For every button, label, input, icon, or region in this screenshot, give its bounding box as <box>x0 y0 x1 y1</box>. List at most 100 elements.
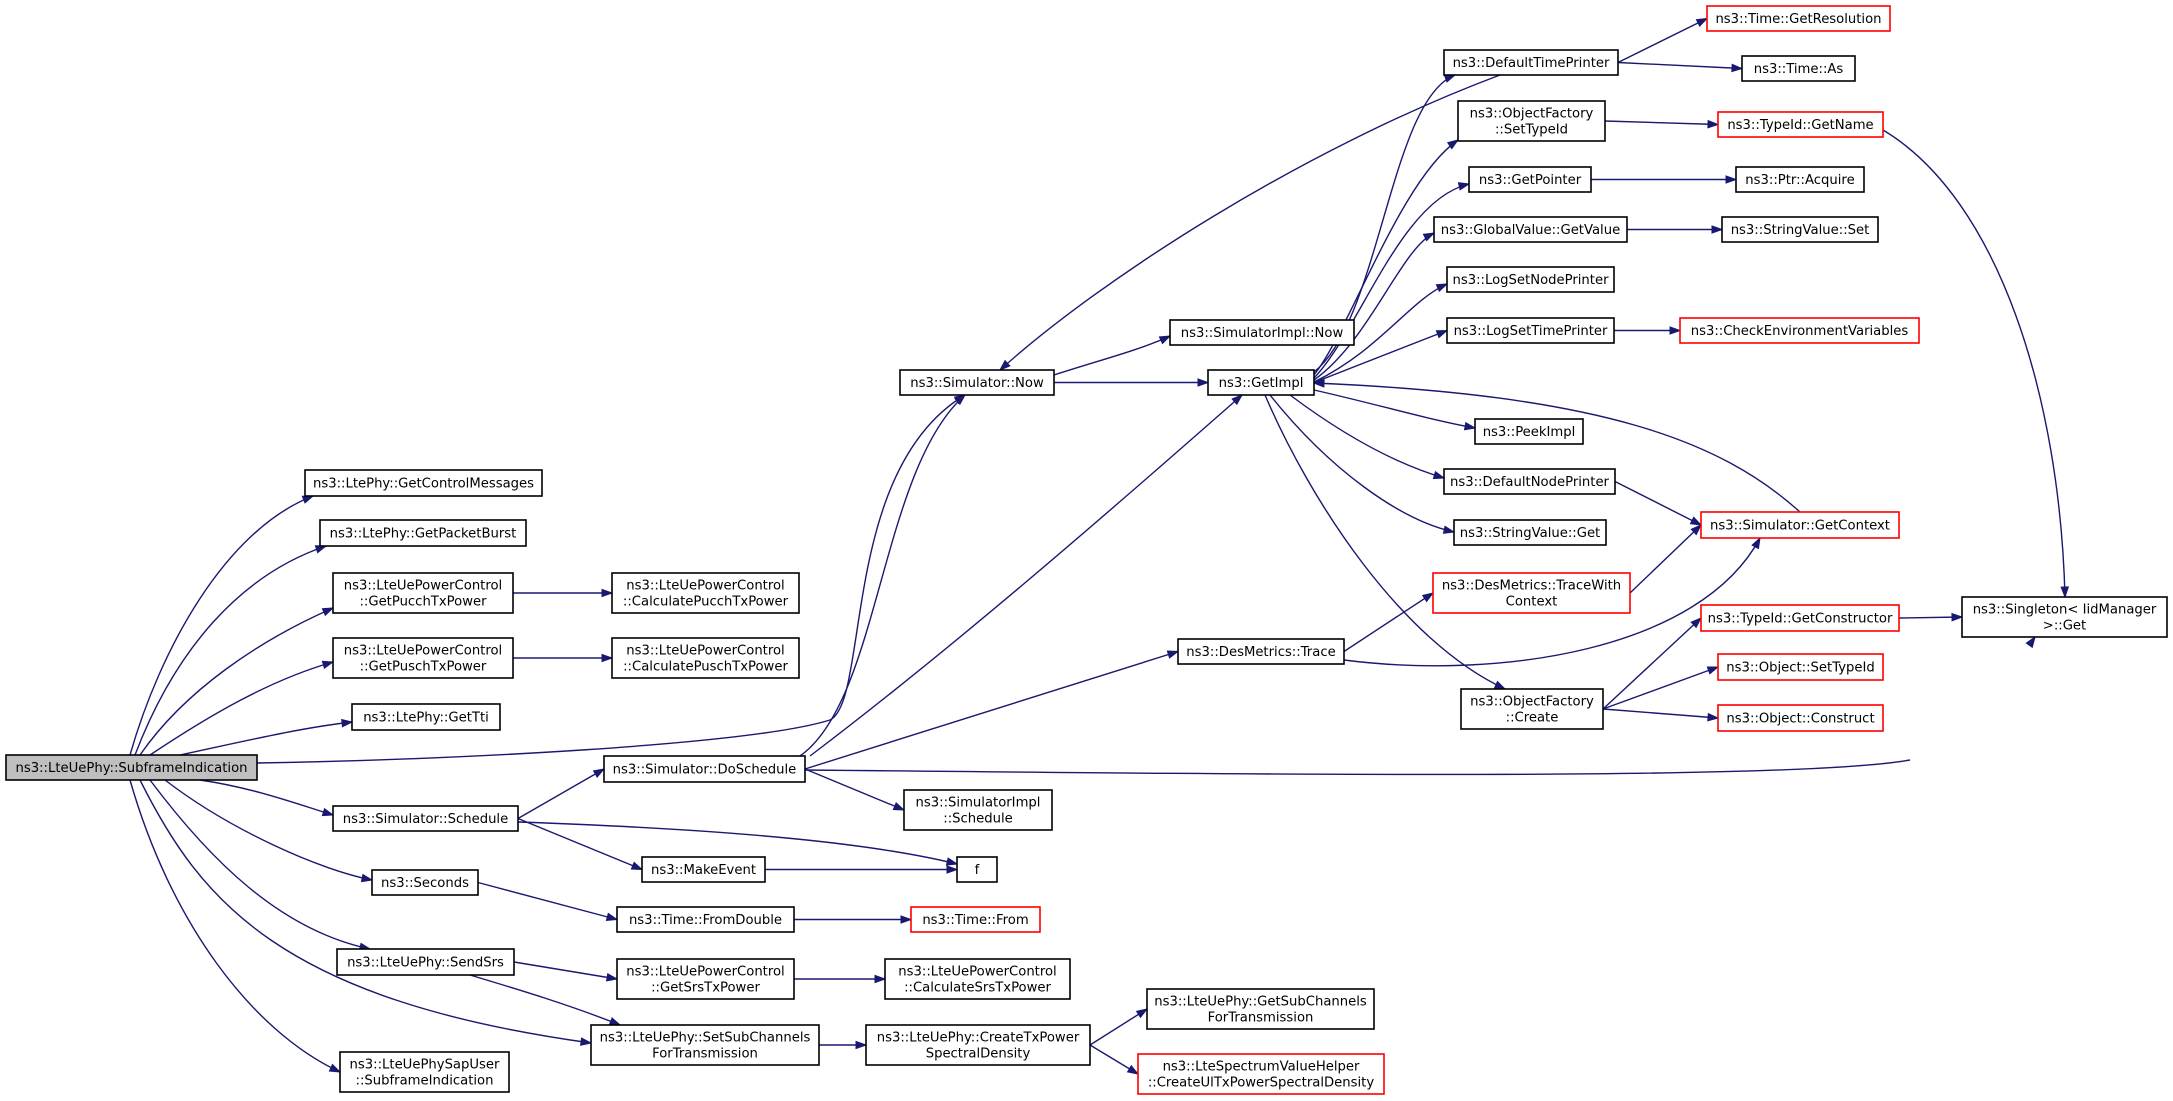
edge-createtxpsd-to-createulpsd <box>1089 1044 1140 1075</box>
node-destrace[interactable]: ns3::DesMetrics::Trace <box>1177 638 1345 665</box>
node-label: ns3::LtePhy::GetTti <box>363 711 489 726</box>
node-getcontrolmessages[interactable]: ns3::LtePhy::GetControlMessages <box>304 469 543 497</box>
node-fromdouble[interactable]: ns3::Time::FromDouble <box>616 906 795 933</box>
node-box <box>1137 1053 1385 1095</box>
node-box <box>590 1024 820 1066</box>
node-getimpl[interactable]: ns3::GetImpl <box>1207 369 1315 396</box>
node-ofcreate[interactable]: ns3::ObjectFactory::Create <box>1460 688 1604 730</box>
node-now[interactable]: ns3::Simulator::Now <box>899 369 1055 396</box>
node-box <box>332 805 519 832</box>
node-createtxpsd[interactable]: ns3::LteUePhy::CreateTxPowerSpectralDens… <box>865 1024 1091 1066</box>
edge-subframe-to-schedule <box>199 779 335 817</box>
node-logsettime[interactable]: ns3::LogSetTimePrinter <box>1446 317 1615 344</box>
edge-now-to-getimpl <box>1054 378 1210 387</box>
node-box <box>319 519 527 547</box>
node-peekimpl[interactable]: ns3::PeekImpl <box>1474 418 1584 445</box>
node-singleton[interactable]: ns3::Singleton< IidManager>::Get <box>1961 596 2168 638</box>
edge-getimpl-to-peekimpl <box>1313 389 1477 431</box>
edge-getimpl-to-svget <box>1269 394 1456 534</box>
edge-getconstructor-to-singleton <box>1898 612 1964 622</box>
edge-destrace-to-getcontext <box>1343 536 1761 667</box>
node-sapuser[interactable]: ns3::LteUePhySapUser::SubframeIndication <box>339 1051 510 1093</box>
node-getresolution[interactable]: ns3::Time::GetResolution <box>1706 5 1891 32</box>
node-box <box>339 1051 510 1093</box>
node-label: ns3::SimulatorImpl <box>916 796 1041 811</box>
node-ofsettypeid[interactable]: ns3::ObjectFactory::SetTypeId <box>1457 100 1606 142</box>
edge-subframe-to-gettti <box>179 718 354 756</box>
node-label: ForTransmission <box>652 1047 758 1062</box>
node-label: ns3::LteUePhy::GetSubChannels <box>1154 995 1367 1010</box>
node-label: ns3::Simulator::Schedule <box>343 812 508 827</box>
node-ptracquire[interactable]: ns3::Ptr::Acquire <box>1735 166 1865 193</box>
node-logsetnode[interactable]: ns3::LogSetNodePrinter <box>1446 266 1615 293</box>
node-implschedule[interactable]: ns3::SimulatorImpl::Schedule <box>903 789 1053 831</box>
node-typeidgetname[interactable]: ns3::TypeId::GetName <box>1717 111 1884 138</box>
node-implnow[interactable]: ns3::SimulatorImpl::Now <box>1169 319 1355 346</box>
node-getpucchtx[interactable]: ns3::LteUePowerControl::GetPucchTxPower <box>332 572 514 614</box>
edge-now-to-implnow <box>1053 335 1172 376</box>
node-schedule[interactable]: ns3::Simulator::Schedule <box>332 805 519 832</box>
node-getpacketburst[interactable]: ns3::LtePhy::GetPacketBurst <box>319 519 527 547</box>
node-f[interactable]: f <box>956 856 998 883</box>
node-subframe[interactable]: ns3::LteUePhy::SubframeIndication <box>5 754 258 781</box>
node-label: ::CreateUlTxPowerSpectralDensity <box>1148 1076 1375 1091</box>
node-getcontext[interactable]: ns3::Simulator::GetContext <box>1700 511 1900 539</box>
node-label: ::CalculateSrsTxPower <box>904 981 1051 996</box>
edge-createtxpsd-to-getsubchtx <box>1089 1008 1149 1046</box>
node-box <box>1717 111 1884 138</box>
node-getsrstx[interactable]: ns3::LteUePowerControl::GetSrsTxPower <box>616 958 795 1000</box>
node-createulpsd[interactable]: ns3::LteSpectrumValueHelper::CreateUlTxP… <box>1137 1053 1385 1095</box>
node-seconds[interactable]: ns3::Seconds <box>371 869 479 896</box>
node-label: ns3::DefaultNodePrinter <box>1450 475 1610 490</box>
node-gettti[interactable]: ns3::LtePhy::GetTti <box>351 703 501 731</box>
node-calcpusch[interactable]: ns3::LteUePowerControl::CalculatePuschTx… <box>611 637 800 679</box>
node-calcsrs[interactable]: ns3::LteUePowerControl::CalculateSrsTxPo… <box>884 958 1071 1000</box>
node-label: ::SubframeIndication <box>356 1074 494 1089</box>
node-label: ns3::Time::From <box>922 913 1028 928</box>
node-label: ::Create <box>1506 711 1559 726</box>
node-label: ns3::ObjectFactory <box>1470 107 1594 122</box>
node-box <box>1207 369 1315 396</box>
node-box <box>5 754 258 781</box>
node-label: ::Schedule <box>943 812 1013 827</box>
node-label: Context <box>1506 595 1558 610</box>
node-calcpucch[interactable]: ns3::LteUePowerControl::CalculatePucchTx… <box>611 572 800 614</box>
node-checkenv[interactable]: ns3::CheckEnvironmentVariables <box>1679 317 1920 344</box>
node-getsubchtx[interactable]: ns3::LteUePhy::GetSubChannelsForTransmis… <box>1146 988 1375 1030</box>
node-label: ns3::Simulator::Now <box>910 376 1044 391</box>
node-label: ns3::PeekImpl <box>1483 425 1576 440</box>
node-getpuschtx[interactable]: ns3::LteUePowerControl::GetPuschTxPower <box>332 637 514 679</box>
node-box <box>1706 5 1891 32</box>
node-label: ns3::LteUePhySapUser <box>350 1058 500 1073</box>
node-label: ns3::LogSetNodePrinter <box>1452 273 1609 288</box>
node-gvgetvalue[interactable]: ns3::GlobalValue::GetValue <box>1433 216 1628 243</box>
edge-defaulttimeprinter-to-timeas <box>1617 61 1744 73</box>
node-objsettypeid[interactable]: ns3::Object::SetTypeId <box>1717 653 1884 681</box>
node-timeas[interactable]: ns3::Time::As <box>1741 55 1856 82</box>
node-label: ns3::MakeEvent <box>651 863 756 878</box>
node-defaultnodeprinter[interactable]: ns3::DefaultNodePrinter <box>1443 468 1616 495</box>
node-label: ns3::CheckEnvironmentVariables <box>1691 324 1909 339</box>
node-makeevent[interactable]: ns3::MakeEvent <box>641 856 766 883</box>
node-sendsrs[interactable]: ns3::LteUePhy::SendSrs <box>336 948 515 976</box>
node-defaulttimeprinter[interactable]: ns3::DefaultTimePrinter <box>1443 49 1619 76</box>
node-label: ns3::Singleton< IidManager <box>1973 603 2157 618</box>
node-box <box>611 637 800 679</box>
node-doschedule[interactable]: ns3::Simulator::DoSchedule <box>603 755 806 783</box>
node-box <box>910 906 1041 933</box>
edge-subframe-to-sapuser <box>129 779 342 1073</box>
node-getconstructor[interactable]: ns3::TypeId::GetConstructor <box>1700 604 1900 632</box>
edge-ofcreate-to-objconstruct <box>1602 708 1720 722</box>
node-objconstruct[interactable]: ns3::Object::Construct <box>1717 704 1884 732</box>
node-svset[interactable]: ns3::StringValue::Set <box>1721 216 1879 243</box>
edge-getsrstx-to-calcsrs <box>794 974 887 984</box>
node-svget[interactable]: ns3::StringValue::Get <box>1453 519 1607 546</box>
node-timefrom[interactable]: ns3::Time::From <box>910 906 1041 933</box>
node-label: ns3::LteUePhy::SubframeIndication <box>15 761 247 776</box>
node-label: ns3::LtePhy::GetControlMessages <box>313 477 534 492</box>
node-box <box>865 1024 1091 1066</box>
node-getpointer[interactable]: ns3::GetPointer <box>1468 166 1592 193</box>
node-setsubch[interactable]: ns3::LteUePhy::SetSubChannelsForTransmis… <box>590 1024 820 1066</box>
edge-defaulttimeprinter-to-getresolution <box>1617 17 1709 64</box>
